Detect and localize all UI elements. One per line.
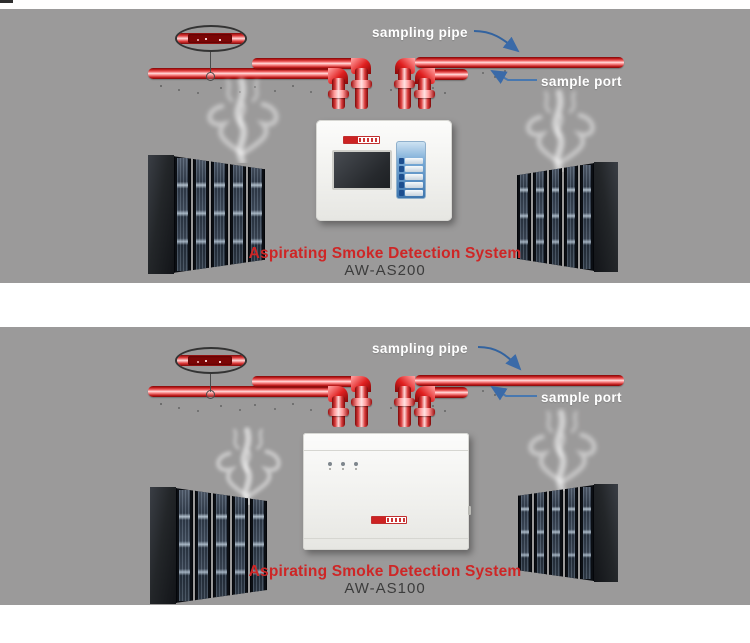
rack-bay [229, 156, 247, 273]
keypad-button [399, 190, 423, 196]
sampling-pipe-stub [430, 69, 468, 80]
pipe-flange [414, 90, 435, 98]
sampling-pipe-stub [430, 387, 468, 398]
rack-bay [250, 488, 267, 603]
drop-pipe-2 [351, 58, 375, 109]
scan-edge-artifact [0, 0, 13, 3]
keypad-button [399, 158, 423, 164]
diagram-panel-aw-as200: sampling pipe sample port Aspirating Smo… [0, 9, 750, 283]
sample-port-hole [206, 72, 215, 81]
control-panel-aw-as200 [316, 120, 452, 221]
sample-port-hole [206, 390, 215, 399]
drop-pipe-2 [351, 376, 375, 427]
dust-specks [160, 403, 162, 405]
rack-bay [174, 156, 191, 273]
led [341, 462, 345, 466]
drop-pipe-4 [414, 68, 438, 109]
drop-pipe-3 [394, 58, 418, 109]
magnifier-callout [175, 25, 247, 52]
label-sample-port: sample port [541, 390, 622, 405]
callout-line [210, 52, 211, 73]
rack-bay [248, 156, 265, 273]
magnifier-callout [175, 347, 247, 374]
pipe-flange [328, 408, 349, 416]
sampling-pipe-upper-left [252, 58, 356, 69]
rack-bay [213, 488, 230, 603]
panel-seam [303, 450, 469, 451]
diagram-panel-aw-as100: sampling pipe sample port Aspirating Smo… [0, 327, 750, 605]
brand-logo-badge [343, 136, 380, 144]
sample-port-magnified [188, 356, 232, 365]
sampling-pipe-left [148, 68, 342, 79]
rack-side-panel [594, 162, 618, 272]
server-rack-right [518, 484, 618, 582]
keypad-button [399, 182, 423, 188]
dust-specks [160, 85, 162, 87]
pipe-flange [394, 398, 415, 406]
keypad [396, 141, 426, 199]
caption-title: Aspirating Smoke Detection System [248, 563, 522, 580]
led [354, 462, 358, 466]
keypad-button [399, 174, 423, 180]
caption-model: AW-AS100 [344, 580, 426, 597]
drop-pipe-1 [328, 386, 352, 427]
rack-bay [194, 488, 212, 603]
label-sample-port: sample port [541, 74, 622, 89]
pipe-flange [351, 80, 372, 88]
sampling-pipe-left [148, 386, 342, 397]
caption-title: Aspirating Smoke Detection System [248, 245, 522, 262]
panel-seam [303, 538, 469, 539]
rack-bay [532, 163, 547, 271]
brand-logo-badge [371, 516, 407, 524]
rack-side-panel [594, 484, 618, 582]
sampling-pipe-right [415, 375, 624, 386]
rack-side-panel [148, 155, 174, 274]
smoke-right [508, 407, 616, 491]
rack-side-panel [150, 487, 176, 604]
label-sampling-pipe: sampling pipe [372, 341, 468, 356]
label-sampling-pipe: sampling pipe [372, 25, 468, 40]
door-latch [468, 506, 471, 515]
rack-bay [517, 163, 531, 271]
led-indicators [328, 462, 358, 466]
rack-bay [548, 163, 563, 271]
lcd-screen [332, 150, 392, 190]
rack-bay [211, 156, 228, 273]
callout-line [210, 374, 211, 392]
sample-port-magnified [188, 34, 232, 43]
drop-pipe-1 [328, 68, 352, 109]
rack-bay [564, 163, 579, 271]
led [328, 462, 332, 466]
drop-pipe-4 [414, 386, 438, 427]
control-panel-aw-as100 [303, 433, 471, 550]
rack-bay [192, 156, 210, 273]
pipe-flange [414, 408, 435, 416]
drop-pipe-3 [394, 376, 418, 427]
rack-bay [580, 163, 594, 271]
pipe-flange [394, 80, 415, 88]
smoke-right [505, 87, 615, 172]
sampling-pipe-upper-left [252, 376, 356, 387]
rack-bay [176, 488, 193, 603]
pipe-flange [328, 90, 349, 98]
caption-model: AW-AS200 [344, 262, 426, 279]
keypad-button [399, 166, 423, 172]
smoke-left [185, 75, 300, 163]
rack-bay [231, 488, 249, 603]
server-rack-right [517, 162, 618, 272]
sampling-pipe-right [415, 57, 624, 68]
server-rack-left [148, 155, 265, 274]
pipe-flange [351, 398, 372, 406]
server-rack-left [150, 487, 267, 604]
